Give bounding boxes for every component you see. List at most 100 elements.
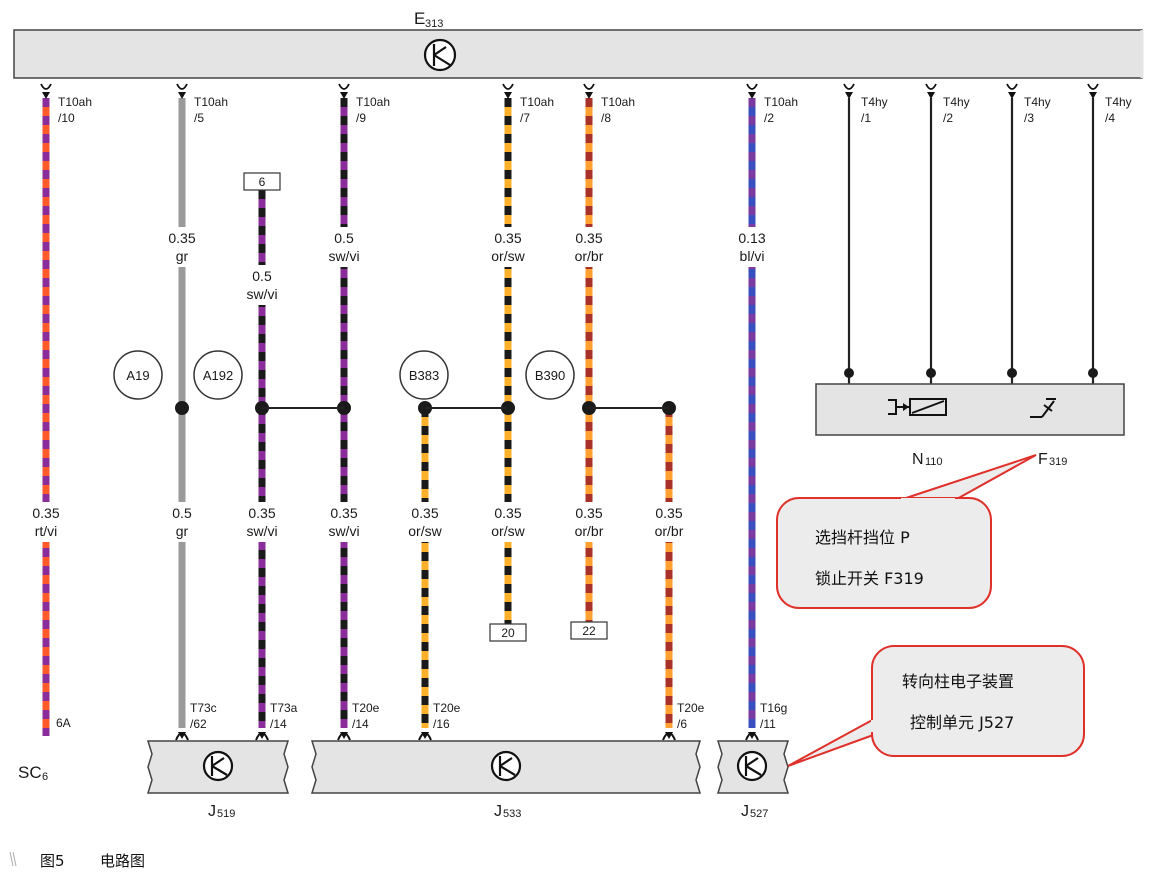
caption-fig: 图5 [40, 852, 65, 870]
wire-w6-color: or/sw [491, 248, 525, 264]
callout-j527-line1: 转向柱电子装置 [902, 672, 1014, 691]
splice-a19-label: A19 [126, 368, 149, 383]
wire-w7-color: or/br [575, 248, 604, 264]
wire-w9-bottom-conn: T16g [760, 701, 787, 715]
wire-w7-label-bg [565, 227, 613, 267]
switch-unit-n-sub: 110 [925, 456, 943, 468]
wire-w2-size: 0.35 [168, 230, 195, 246]
wire-w1-top-arrow-icon [42, 92, 50, 99]
switch-unit-n-name: N [912, 451, 924, 468]
wire-w7 [565, 83, 613, 640]
splice-b383-label: B383 [409, 368, 439, 383]
wire-w1-color: rt/vi [35, 523, 58, 539]
wire-w6-color: or/sw [491, 523, 525, 539]
wire-w4-color: sw/vi [328, 248, 359, 264]
wire-w7-top-conn: T10ah [601, 95, 635, 109]
j533-name: J [494, 803, 502, 820]
wire-w6-ref-label: 20 [501, 626, 515, 640]
wire-w3-label-bg [238, 265, 286, 305]
wire-w3 [238, 172, 286, 741]
j527-sub: 527 [750, 808, 768, 820]
wire-w7-top-pin: /8 [601, 111, 611, 125]
wire-w2-color: gr [176, 248, 189, 264]
wire-w5-color: or/sw [408, 523, 442, 539]
wire-w9-bottom-arrow-icon [748, 732, 756, 739]
wire-w8-label-bg [645, 502, 693, 542]
wire-w3-size: 0.5 [252, 268, 272, 284]
wire-w7-top-arrow-icon [585, 92, 593, 99]
wire-w13-top-connector-icon [1087, 83, 1099, 90]
wire-w8-color: or/br [655, 523, 684, 539]
wire-w4-bottom-conn: T20e [352, 701, 380, 715]
wire-w9 [728, 83, 776, 741]
top-unit-name: E [414, 9, 425, 28]
splice-a192-label: A192 [203, 368, 233, 383]
bottom-unit-j527: J 527 [716, 740, 790, 820]
top-unit-ground-icon [423, 38, 457, 72]
j533-sub: 533 [503, 808, 521, 820]
wire-w12-top-pin: /3 [1024, 111, 1034, 125]
wire-w10-top-pin: /1 [861, 111, 871, 125]
wire-w7-size: 0.35 [575, 505, 602, 521]
switch-unit: N 110 F 319 [815, 383, 1125, 468]
wire-w3-bottom-arrow-icon [258, 732, 266, 739]
wire-w11-top-conn: T4hy [943, 95, 970, 109]
wire-w11-top-connector-icon [925, 83, 937, 90]
wire-w6-ref-box [489, 623, 527, 642]
wire-w5-bottom-arrow-icon [421, 732, 429, 739]
wire-w9-top-connector-icon [746, 83, 758, 90]
wire-w11-junction-dot [926, 368, 936, 378]
wire-w10-top-connector-icon [843, 83, 855, 90]
wire-w5-bottom-conn: T20e [433, 701, 461, 715]
wire-w8-size: 0.35 [655, 505, 682, 521]
wire-w7-ref-label: 22 [582, 624, 596, 638]
wire-w12 [1006, 83, 1018, 384]
wire-w2-size: 0.5 [172, 505, 192, 521]
wire-w13-top-pin: /4 [1105, 111, 1115, 125]
wire-w1-label-bg [22, 502, 70, 542]
wire-w4-top-connector-icon [338, 83, 350, 90]
callout-j527: 转向柱电子装置 控制单元 J527 [787, 645, 1085, 767]
wire-w4-color: sw/vi [328, 523, 359, 539]
wire-w9-label-bg [728, 227, 776, 267]
labels-layer: 0.35rt/viT10ah/106A0.35gr0.5grT10ah/5T73… [32, 95, 1131, 731]
wire-w6-size: 0.35 [494, 230, 521, 246]
bottom-unit-j533: J 533 [310, 740, 702, 820]
wire-w13-top-conn: T4hy [1105, 95, 1132, 109]
splice-b383: B383 [399, 350, 449, 400]
callout-f319-line1: 选挡杆挡位 P [815, 528, 910, 547]
wire-w10-top-conn: T4hy [861, 95, 888, 109]
wire-w13-junction-dot [1088, 368, 1098, 378]
wire-w2-top-conn: T10ah [194, 95, 228, 109]
wire-w1-size: 0.35 [32, 505, 59, 521]
splice-a192: A192 [193, 350, 243, 400]
j527-ground-icon [736, 750, 768, 782]
wire-w3-color: sw/vi [246, 523, 277, 539]
wire-w12-junction-dot [1007, 368, 1017, 378]
splice-b390: B390 [525, 350, 575, 400]
wire-w2-top-arrow-icon [178, 92, 186, 99]
wire-w1-top-conn: T10ah [58, 95, 92, 109]
splice-a19: A19 [113, 350, 163, 400]
wire-w10-junction-dot [844, 368, 854, 378]
wire-w10-top-arrow-icon [845, 92, 853, 99]
wire-w2-bottom-arrow-icon [178, 732, 186, 739]
wire-w9-top-arrow-icon [748, 92, 756, 99]
wire-w8 [645, 401, 693, 741]
j519-name: J [208, 803, 216, 820]
wire-w13-top-arrow-icon [1089, 92, 1097, 99]
wire-w5-bottom-pin: /16 [433, 717, 450, 731]
wire-w3-size: 0.35 [248, 505, 275, 521]
switch-unit-f-name: F [1038, 451, 1048, 468]
wire-w3-ref-box [243, 172, 281, 191]
wire-w5-size: 0.35 [411, 505, 438, 521]
wire-w3-bottom-conn: T73a [270, 701, 298, 715]
switch-unit-f-sub: 319 [1049, 456, 1067, 468]
wire-w9-size: 0.13 [738, 230, 765, 246]
wire-w2-top-pin: /5 [194, 111, 204, 125]
wire-w4-size: 0.35 [330, 505, 357, 521]
wire-w4-bottom-arrow-icon [340, 732, 348, 739]
sc-sub: 6 [42, 771, 48, 783]
wire-w6-top-connector-icon [502, 83, 514, 90]
